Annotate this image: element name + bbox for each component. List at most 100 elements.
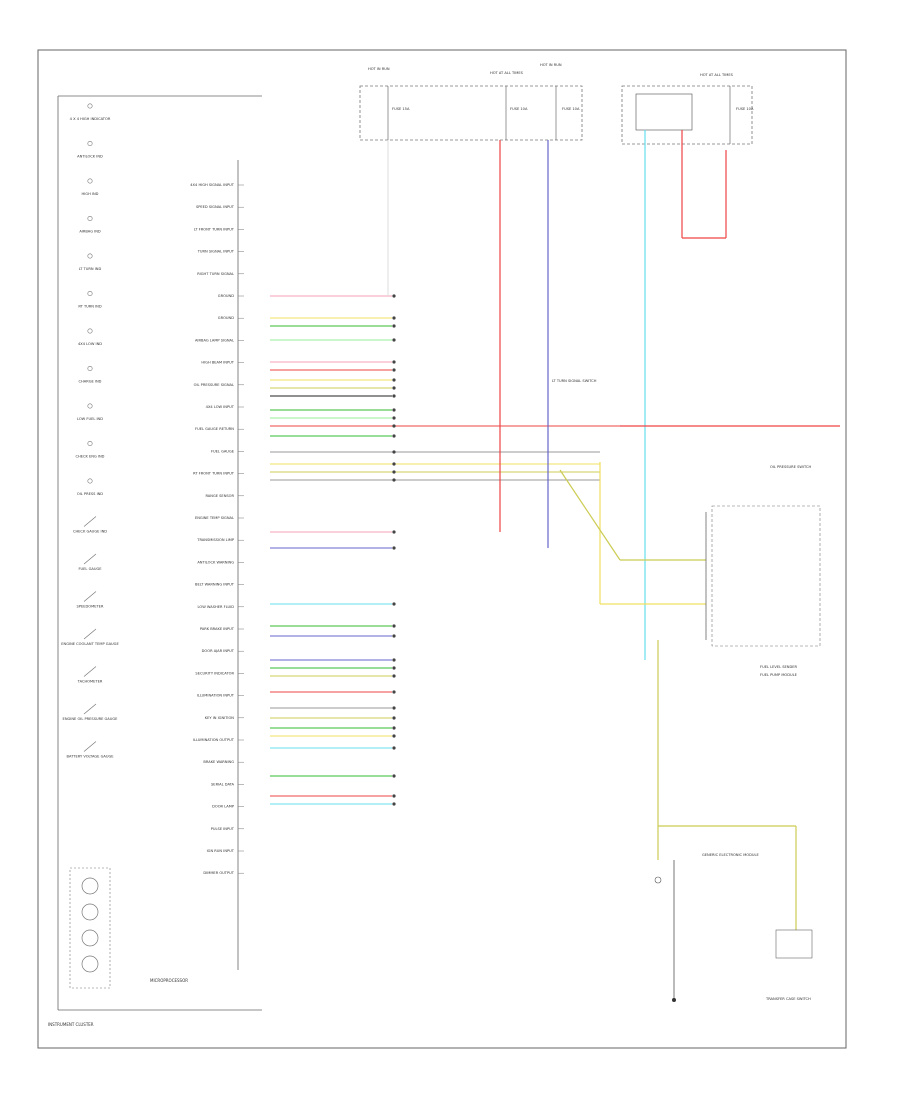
splice-dot — [392, 424, 396, 428]
indicator-2: HIGH IND — [82, 178, 99, 196]
splice-dot — [392, 378, 396, 382]
cluster-function-label: PULSE INPUT — [211, 827, 235, 831]
splice-dot — [392, 602, 396, 606]
splice-dot — [392, 624, 396, 628]
generic-module-label: GENERIC ELECTRONIC MODULE — [702, 853, 760, 857]
splice-dot — [392, 726, 396, 730]
cluster-function-label: OIL PRESSURE SIGNAL — [194, 383, 234, 387]
splice-dot — [392, 316, 396, 320]
cluster-function-label: TURN SIGNAL INPUT — [197, 250, 235, 254]
splice-dot — [392, 386, 396, 390]
indicator-10: OIL PRESS IND — [77, 478, 103, 496]
cluster-function-label: BRAKE WARNING — [203, 760, 234, 764]
indicator-1: ANTILOCK IND — [77, 141, 103, 159]
indicator-label: SPEEDOMETER — [77, 605, 104, 609]
oil-switch-label: OIL PRESSURE SWITCH — [770, 465, 811, 469]
fuel-pump-label: FUEL PUMP MODULE — [760, 673, 798, 677]
cluster-function-label: RIGHT TURN SIGNAL — [197, 272, 234, 276]
splice-dot — [392, 324, 396, 328]
splice-dot — [392, 674, 396, 678]
cluster-function-label: ANTILOCK WARNING — [197, 560, 234, 564]
cluster-function-label: LT FRONT TURN INPUT — [194, 227, 235, 231]
indicator-label: BATTERY VOLTAGE GAUGE — [66, 755, 114, 759]
fuse-header-3: HOT IN RUN — [540, 63, 562, 67]
splice-dot — [392, 634, 396, 638]
cluster-function-label: AIRBAG LAMP SIGNAL — [195, 338, 234, 342]
indicator-label: CHECK ENG IND — [76, 455, 105, 459]
right-components: OIL PRESSURE SWITCH FUEL LEVEL SENDER FU… — [552, 379, 821, 1002]
splice-dot — [392, 470, 396, 474]
cluster-title: INSTRUMENT CLUSTER — [48, 1022, 94, 1027]
indicator-13: SPEEDOMETER — [77, 591, 104, 609]
splice-dot — [392, 368, 396, 372]
indicator-8: LOW FUEL IND — [77, 403, 103, 421]
fuse-header-1: HOT IN RUN — [368, 67, 390, 71]
cluster-function-label: 4X4 LOW INPUT — [206, 405, 235, 409]
illumination-lamp-group — [69, 867, 111, 989]
fuse-header-2: HOT AT ALL TIMES — [490, 71, 524, 75]
indicator-label: CHECK GAUGE IND — [73, 530, 107, 534]
indicator-5: RT TURN IND — [78, 290, 102, 309]
indicator-column: 4 X 4 HIGH INDICATOR ANTILOCK IND HIGH IND… — [57, 95, 262, 1011]
indicator-16: ENGINE OIL PRESSURE GAUGE — [63, 703, 119, 721]
splice-dot — [392, 530, 396, 534]
splice-dot — [392, 462, 396, 466]
indicator-14: ENGINE COOLANT TEMP GAUGE — [61, 628, 119, 646]
transfer-case-switch-label: TRANSFER CASE SWITCH — [765, 997, 811, 1001]
splice-dot — [392, 774, 396, 778]
cluster-function-label: IGN RUN INPUT — [207, 849, 235, 853]
fuse-label-1: FUSE 15A — [392, 107, 410, 111]
cluster-function-label: KEY IN IGNITION — [205, 716, 235, 720]
cluster-function-label: SECURITY INDICATOR — [195, 671, 234, 675]
cluster-function-label: RANGE SENSOR — [205, 494, 234, 498]
indicator-4: LT TURN IND — [79, 253, 102, 271]
splice-dot — [392, 478, 396, 482]
indicator-7: CHARGE IND — [79, 365, 102, 384]
cluster-function-label: TRANSMISSION LIMP — [196, 538, 235, 542]
cluster-function-label: LOW WASHER FLUID — [198, 605, 235, 609]
indicator-0: 4 X 4 HIGH INDICATOR — [70, 103, 111, 121]
fuse-header-4: HOT AT ALL TIMES — [700, 73, 734, 77]
splice-dot — [392, 716, 396, 720]
indicator-label: 4X4 LOW IND — [78, 342, 102, 346]
lt-turn-switch-label: LT TURN SIGNAL SWITCH — [552, 379, 597, 383]
indicator-label: ENGINE OIL PRESSURE GAUGE — [63, 717, 119, 721]
indicator-label: OIL PRESS IND — [77, 492, 103, 496]
splice-dot — [392, 394, 396, 398]
cluster-function-label: SPEED SIGNAL INPUT — [196, 205, 235, 209]
cluster-function-label: FUEL GAUGE — [211, 449, 235, 453]
indicator-label: HIGH IND — [82, 192, 99, 196]
indicator-label: ANTILOCK IND — [77, 155, 103, 159]
indicator-label: FUEL GAUGE — [78, 567, 102, 571]
splice-dot — [392, 746, 396, 750]
splice-dot — [392, 734, 396, 738]
cluster-function-label: DIMMER OUTPUT — [203, 871, 234, 875]
cluster-function-label: SERIAL DATA — [211, 782, 235, 786]
splice-dot — [392, 360, 396, 364]
harness-wires — [270, 294, 620, 806]
indicator-9: CHECK ENG IND — [76, 440, 105, 459]
splice-dot — [392, 546, 396, 550]
vertical-runs — [387, 130, 840, 1000]
cluster-function-label: HIGH BEAM INPUT — [201, 361, 234, 365]
indicator-label: ENGINE COOLANT TEMP GAUGE — [61, 642, 119, 646]
indicator-11: CHECK GAUGE IND — [73, 516, 107, 534]
indicator-3: AIRBAG IND — [79, 216, 101, 234]
cluster-function-label: DOOR LAMP — [212, 805, 235, 809]
fuse-label-2: FUSE 10A — [510, 107, 528, 111]
indicator-6: 4X4 LOW IND — [78, 328, 102, 346]
splice-dot — [392, 294, 396, 298]
cluster-function-label: GROUND — [218, 316, 234, 320]
splice-dot — [392, 434, 396, 438]
indicator-label: TACHOMETER — [77, 680, 103, 684]
cluster-function-label: ILLUMINATION OUTPUT — [193, 738, 235, 742]
indicator-label: LT TURN IND — [79, 267, 102, 271]
indicator-label: LOW FUEL IND — [77, 417, 103, 421]
indicator-12: FUEL GAUGE — [78, 553, 102, 571]
cluster-function-label: ENGINE TEMP SIGNAL — [195, 516, 234, 520]
fuse-panel: HOT IN RUN HOT AT ALL TIMES HOT IN RUN F… — [359, 63, 754, 145]
splice-dot — [392, 658, 396, 662]
fuel-sender-label: FUEL LEVEL SENDER — [760, 665, 798, 669]
cluster-function-label: DOOR AJAR INPUT — [202, 649, 235, 653]
